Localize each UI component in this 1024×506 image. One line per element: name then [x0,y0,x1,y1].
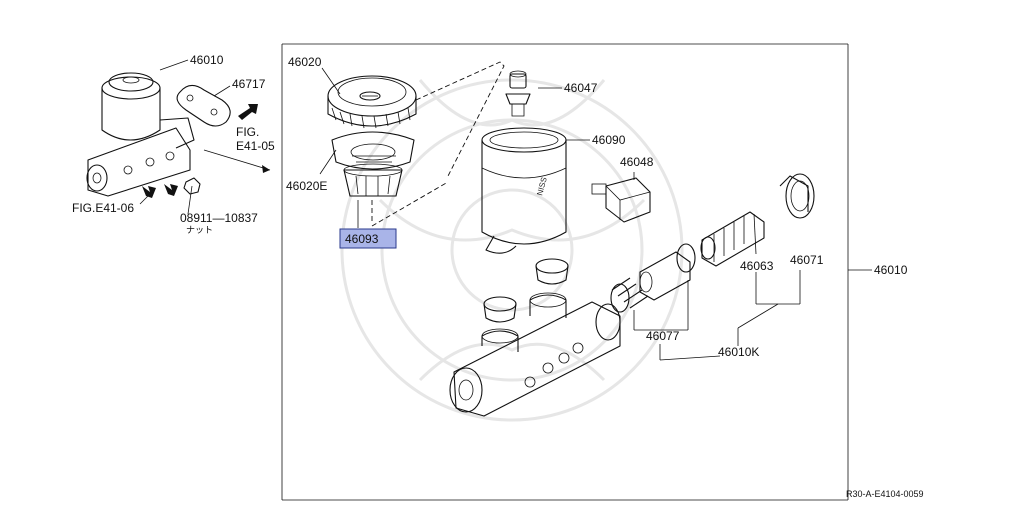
diagram-code: R30-A-E4104-0059 [846,489,924,499]
label-46010k[interactable]: 46010K [718,345,759,359]
strainer [343,163,403,197]
cap-diaphragm [331,131,415,170]
label-46077[interactable]: 46077 [646,329,680,343]
main-frame [281,43,872,501]
label-46047[interactable]: 46047 [564,81,598,95]
label-46010-top[interactable]: 46010 [190,53,224,67]
label-46010-right[interactable]: 46010 [874,263,908,277]
label-46048[interactable]: 46048 [620,155,654,169]
assembly-overview [86,59,271,215]
piston-kit [610,173,815,313]
label-46063[interactable]: 46063 [740,259,774,273]
watermark-emblem [340,78,684,422]
label-46071[interactable]: 46071 [790,253,824,267]
label-46093[interactable]: 46093 [345,232,379,246]
label-46020[interactable]: 46020 [288,55,322,69]
label-08911-sub: ナット [186,225,213,235]
label-08911[interactable]: 08911—10837 [180,211,258,225]
label-fig-e41-05-a[interactable]: FIG. [236,125,259,139]
label-fig-e41-06[interactable]: FIG.E41-06 [72,201,134,215]
highlight-46093-box [339,228,397,249]
sensor-46048 [591,177,651,223]
label-46090[interactable]: 46090 [592,133,626,147]
reservoir-cap [327,75,417,129]
assembly-lines [371,61,505,227]
cylinder-body [449,292,621,417]
label-46020e[interactable]: 46020E [286,179,327,193]
bolt-46047 [505,70,531,117]
grommets [483,258,569,323]
leader-lines [319,67,801,361]
label-fig-e41-05-b[interactable]: E41-05 [236,139,275,153]
label-46717[interactable]: 46717 [232,77,266,91]
svg-text:NISS: NISS [535,176,549,196]
